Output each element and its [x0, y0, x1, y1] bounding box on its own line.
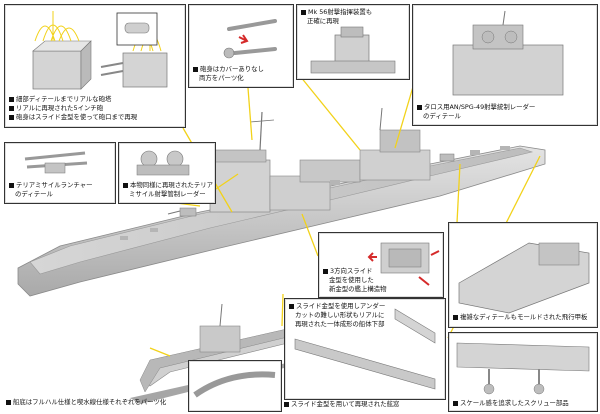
panel-barrel-cover: 砲身はカバーありなし 両方をパーツ化: [188, 4, 294, 88]
caption-hull-slide-line3: 再現された一体成形の船体下部: [295, 320, 385, 328]
flight-deck-illustration: [458, 242, 590, 314]
panel-turret-detail: 細部ディテールまでリアルな砲塔 リアルに再現された5インチ砲 砲身はスライド金型…: [4, 4, 186, 128]
panel-superstructure: 3方向スライド 金型を使用した 新金型の艦上構造物: [318, 232, 444, 298]
barrel-cover-illustration: [223, 19, 277, 59]
caption-screw-guard: スケール感を追求したスクリュー部品: [453, 399, 569, 407]
caption-flight-deck: 複雑なディテールもモールドされた飛行甲板: [453, 313, 587, 321]
talos-radar-illustration: [452, 10, 564, 96]
caption-talos-line1: タロス用AN/SPG-49射撃統制レーダー: [417, 103, 535, 111]
superstructure-illustration: [367, 242, 440, 286]
caption-superstructure-line3: 新金型の艦上構造物: [329, 285, 387, 293]
caption-talos-line2: のディテール: [423, 112, 461, 120]
panel-screw-guard: スケール感を追求したスクリュー部品: [448, 332, 598, 412]
caption-barrel-cover: 砲身はカバーありなし: [193, 65, 264, 73]
caption-slide-barrel: 砲身はスライド金型を使って砲口まで再現: [9, 113, 137, 121]
caption-mk56-line2: 正確に再現: [307, 17, 339, 25]
panel-bow-slide: [188, 360, 282, 412]
panel-talos-radar: タロス用AN/SPG-49射撃統制レーダー のディテール: [412, 4, 598, 126]
hull-slide-illustration: [294, 308, 436, 390]
caption-superstructure-line1: 3方向スライド: [323, 267, 372, 275]
caption-terrier-radar-line1: 本物同様に再現されたテリア: [123, 181, 213, 189]
bow-slide-illustration: [193, 371, 276, 398]
panel-terrier-radar: 本物同様に再現されたテリア ミサイル射撃管制レーダー: [118, 142, 216, 204]
caption-terrier-launcher-line2: のディテール: [15, 190, 53, 198]
caption-terrier-launcher-line1: テリアミサイルランチャー: [9, 181, 93, 189]
panel-mk56-director: Mk 56射撃指揮装置も 正確に再現: [296, 4, 410, 80]
caption-hull-slide-line2: カットの難しい形状もリアルに: [295, 311, 385, 319]
caption-mk56-line1: Mk 56射撃指揮装置も: [301, 8, 372, 16]
terrier-launcher-illustration: [24, 151, 88, 174]
panel-hull-slide: スライド金型を使用しアンダー カットの難しい形状もリアルに 再現された一体成形の…: [284, 298, 446, 400]
turret-illustration: [32, 11, 168, 90]
caption-hull-slide-line1: スライド金型を使用しアンダー: [289, 302, 385, 310]
panel-flight-deck: 複雑なディテールもモールドされた飛行甲板: [448, 222, 598, 328]
caption-barrel-detail: 細部ディテールまでリアルな砲塔: [9, 95, 111, 103]
caption-both-parts: 両方をパーツ化: [199, 74, 244, 82]
terrier-radar-illustration: [136, 150, 190, 176]
mk56-illustration: [310, 26, 396, 74]
panel-terrier-launcher: テリアミサイルランチャー のディテール: [4, 142, 116, 204]
caption-full-hull: 船底はフルハル仕様と喫水線仕様それぞれをパーツ化: [6, 398, 166, 406]
caption-five-inch-gun: リアルに再現された5インチ砲: [9, 104, 103, 112]
caption-terrier-radar-line2: ミサイル射撃管制レーダー: [129, 190, 206, 198]
caption-superstructure-line2: 金型を使用した: [329, 276, 374, 284]
caption-bow-slide: スライド金型を用いて再現された舷窓: [284, 400, 399, 408]
screw-guard-illustration: [456, 342, 590, 395]
